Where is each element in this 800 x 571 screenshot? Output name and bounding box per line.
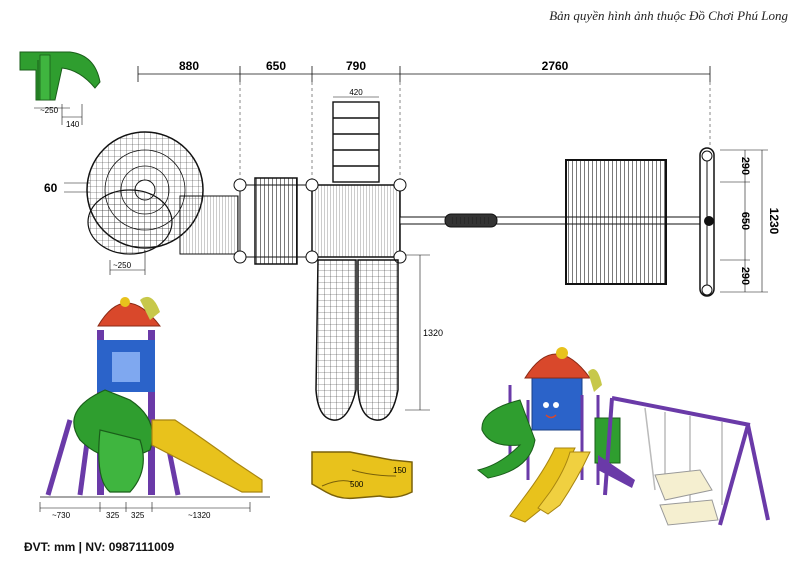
dim-1320-plan: 1320 [423,328,443,338]
right-dimension-line [720,149,768,293]
copyright-notice: Bản quyền hình ảnh thuộc Đồ Chơi Phú Lon… [549,8,788,23]
dim-880: 880 [179,59,199,73]
side-elevation-render [39,296,270,512]
dim-290-top: 290 [739,157,751,175]
platform-1-plan [233,177,313,265]
dim-2760: 2760 [542,59,569,73]
bottom-dim-1320: ~1320 [188,511,211,520]
dim-650: 650 [266,59,286,73]
dim-290-bottom: 290 [739,267,751,285]
slide-top-inset [19,51,101,125]
dim-790: 790 [346,59,366,73]
ladder-plan [332,96,380,183]
double-slide-plan [315,254,430,421]
unit-and-contact: ĐVT: mm | NV: 0987111009 [24,540,175,554]
bottom-dim-325-b: 325 [131,511,145,520]
inset-dim-250: ~250 [40,106,59,115]
tube-dim-250: ~250 [113,261,132,270]
dim-60: 60 [44,181,58,195]
inset-dim-140: 140 [66,120,80,129]
slide-profile-detail [311,451,413,500]
bottom-dim-325-a: 325 [106,511,120,520]
bottom-dim-730: ~730 [52,511,71,520]
perspective-render [476,347,770,526]
swing-leg-plan [699,147,715,297]
platform-2-plan [305,178,407,264]
spiral-slide-plan [86,131,239,275]
top-dimension-line [137,66,711,260]
profile-dim-150: 150 [393,466,407,475]
dim-1230: 1230 [767,208,781,235]
dim-650-right: 650 [739,212,751,230]
dim-420: 420 [349,88,363,97]
profile-dim-500: 500 [350,480,364,489]
swing-seat-plan [565,159,667,285]
